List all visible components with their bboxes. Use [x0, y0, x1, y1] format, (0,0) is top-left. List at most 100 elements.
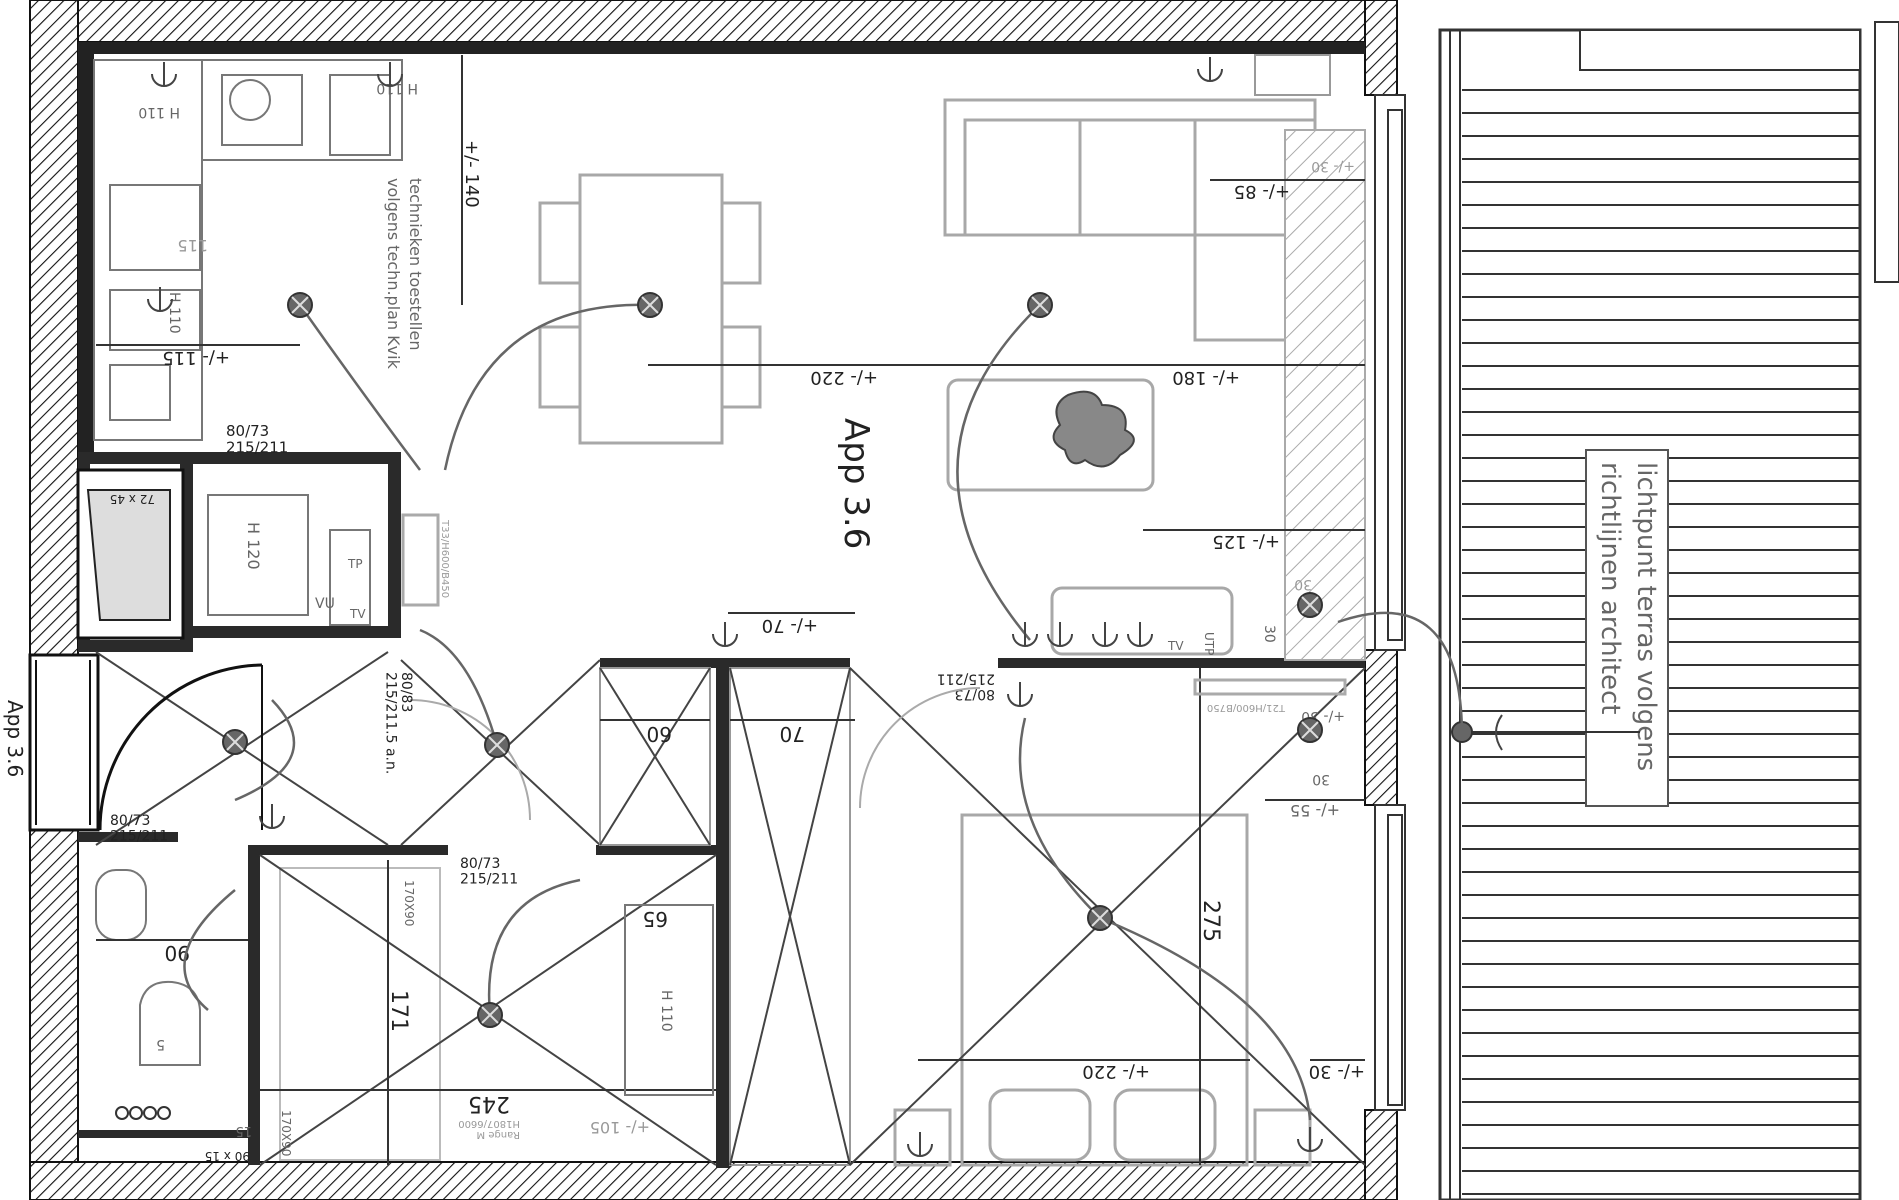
- kitchen-counter: [93, 59, 403, 441]
- living-dimension-220: +/- 220: [648, 364, 1050, 388]
- svg-text:80/73215/211: 80/73215/211: [460, 856, 518, 887]
- socket-icon: [1007, 682, 1033, 707]
- socket-icon: [147, 287, 173, 312]
- socket-icon: [1012, 622, 1038, 647]
- socket-icon: [259, 804, 285, 829]
- svg-text:70: 70: [780, 722, 805, 746]
- living-dimension-180: +/- 180: [1045, 364, 1365, 388]
- socket-icon: [907, 1132, 933, 1157]
- terrace-note-line1: lichtpunt terras volgens: [1631, 462, 1661, 771]
- svg-text:65: 65: [643, 907, 668, 931]
- svg-text:H 120: H 120: [244, 522, 263, 570]
- svg-text:+/- 30: +/- 30: [1309, 1061, 1365, 1082]
- svg-text:275: 275: [1198, 900, 1223, 942]
- svg-text:115: 115: [177, 236, 208, 255]
- window-frames: [1374, 94, 1406, 1111]
- bedroom: 275 +/- 220 +/- 30 30 +/- 55 +/- 30 T21/…: [849, 667, 1366, 1167]
- svg-text:TP: TP: [347, 557, 363, 571]
- wiring: [183, 303, 1464, 1121]
- svg-text:245: 245: [468, 1091, 510, 1116]
- ceiling-light-icon: [1027, 292, 1053, 318]
- apartment-label: App 3.6: [836, 418, 876, 549]
- svg-text:T21/H600/B750: T21/H600/B750: [1207, 702, 1286, 713]
- hall-door-label: 80/83215/211.5 a.n.: [383, 672, 414, 774]
- height-label: H 110: [376, 80, 418, 96]
- partitions: [76, 452, 1365, 1168]
- socket-icon: [151, 62, 177, 87]
- svg-text:80/73215/211: 80/73215/211: [937, 671, 995, 702]
- ceiling-light-icon: [637, 292, 663, 318]
- svg-text:5: 5: [156, 1036, 165, 1052]
- svg-text:80/73215/211: 80/73215/211: [226, 422, 288, 457]
- living-hatched-column: [1254, 54, 1366, 661]
- utility-room: H 120 VU TP TV 72 x 45 T33/H600/B450: [110, 492, 450, 626]
- svg-text:90 x 15: 90 x 15: [205, 1149, 250, 1163]
- terrace-note-line2: richtlijnen architect: [1595, 462, 1625, 715]
- height-label: H 110: [166, 292, 182, 334]
- socket-icon: [1047, 622, 1073, 647]
- ceiling-light-icon: [222, 729, 248, 755]
- svg-text:+/- 30: +/- 30: [1311, 158, 1355, 174]
- ceiling-light-icon: [1297, 717, 1323, 743]
- socket-icon: [377, 62, 403, 87]
- svg-text:T33/H600/B450: T33/H600/B450: [439, 519, 450, 598]
- vertical-dim: 30: [1261, 625, 1277, 643]
- svg-text:30: 30: [1294, 576, 1312, 592]
- socket-icon: [1127, 622, 1153, 647]
- ceiling-light-icon: [484, 732, 510, 758]
- kitchen-note-line2: volgens techn.plan Kvik: [384, 178, 403, 370]
- svg-text:VU: VU: [315, 596, 335, 612]
- svg-text:TV: TV: [1167, 639, 1184, 653]
- svg-text:72 x 45: 72 x 45: [110, 492, 155, 506]
- side-apartment-label: App 3.6: [3, 700, 27, 777]
- svg-text:+/- 220: +/- 220: [810, 367, 878, 388]
- svg-text:15: 15: [235, 1123, 252, 1138]
- svg-text:Range MH1807/6600: Range MH1807/6600: [458, 1118, 520, 1140]
- svg-text:UTP: UTP: [1202, 632, 1216, 655]
- ceiling-light-icon: [1087, 905, 1113, 931]
- svg-text:H 110: H 110: [658, 990, 674, 1032]
- terrace-note: lichtpunt terras volgens richtlijnen arc…: [1585, 449, 1669, 807]
- entrance-door: [28, 653, 100, 832]
- kitchen-dimension-115: +/- 115 115: [96, 236, 300, 368]
- svg-text:170X90: 170X90: [279, 1110, 293, 1156]
- svg-text:+/- 115: +/- 115: [162, 347, 230, 368]
- svg-text:+/- 220: +/- 220: [1082, 1061, 1150, 1082]
- svg-text:60: 60: [647, 722, 672, 746]
- living-dimension-125: +/- 125 30: [1143, 529, 1365, 592]
- ceiling-light-icon: [1297, 592, 1323, 618]
- height-label: H 110: [138, 104, 180, 120]
- kitchen-note-line1: technieken toestellen: [406, 178, 425, 350]
- socket-icon: [1197, 57, 1223, 82]
- socket-icon: [1092, 622, 1118, 647]
- bathroom: 171 245 170X90 170X90 65 H 110 +/- 105 R…: [259, 854, 717, 1166]
- ceiling-light-icon: [287, 292, 313, 318]
- hall-closets: 60 70: [599, 667, 855, 1166]
- svg-text:TV: TV: [349, 607, 366, 621]
- svg-text:30: 30: [1312, 771, 1330, 787]
- svg-text:170X90: 170X90: [402, 880, 416, 926]
- svg-text:+/- 180: +/- 180: [1172, 367, 1240, 388]
- living-dimension-70: +/- 70: [728, 612, 855, 636]
- socket-icon: [712, 622, 738, 647]
- light-points: [222, 292, 1323, 1028]
- svg-text:+/- 85: +/- 85: [1234, 181, 1290, 202]
- svg-text:80/73215/211: 80/73215/211: [110, 813, 168, 844]
- sofa: [943, 98, 1317, 342]
- living-dimension-85: +/- 85 +/- 30: [1210, 158, 1365, 202]
- svg-text:171: 171: [386, 990, 411, 1032]
- kitchen-dimension-140: +/- 140: [461, 55, 482, 305]
- socket-icon: [1297, 1127, 1323, 1152]
- coffee-table: [946, 378, 1155, 492]
- svg-text:+/- 125: +/- 125: [1212, 531, 1280, 552]
- sockets: [147, 57, 1323, 1157]
- kitchen-note: technieken toestellen volgens techn.plan…: [384, 178, 425, 370]
- ceiling-light-icon: [477, 1002, 503, 1028]
- terrace-deck: [1438, 21, 1899, 1200]
- svg-text:+/- 70: +/- 70: [762, 615, 818, 636]
- tv-unit: TV UTP: [1050, 586, 1234, 656]
- outer-walls: [29, 0, 1398, 1200]
- dining-table: [538, 173, 762, 445]
